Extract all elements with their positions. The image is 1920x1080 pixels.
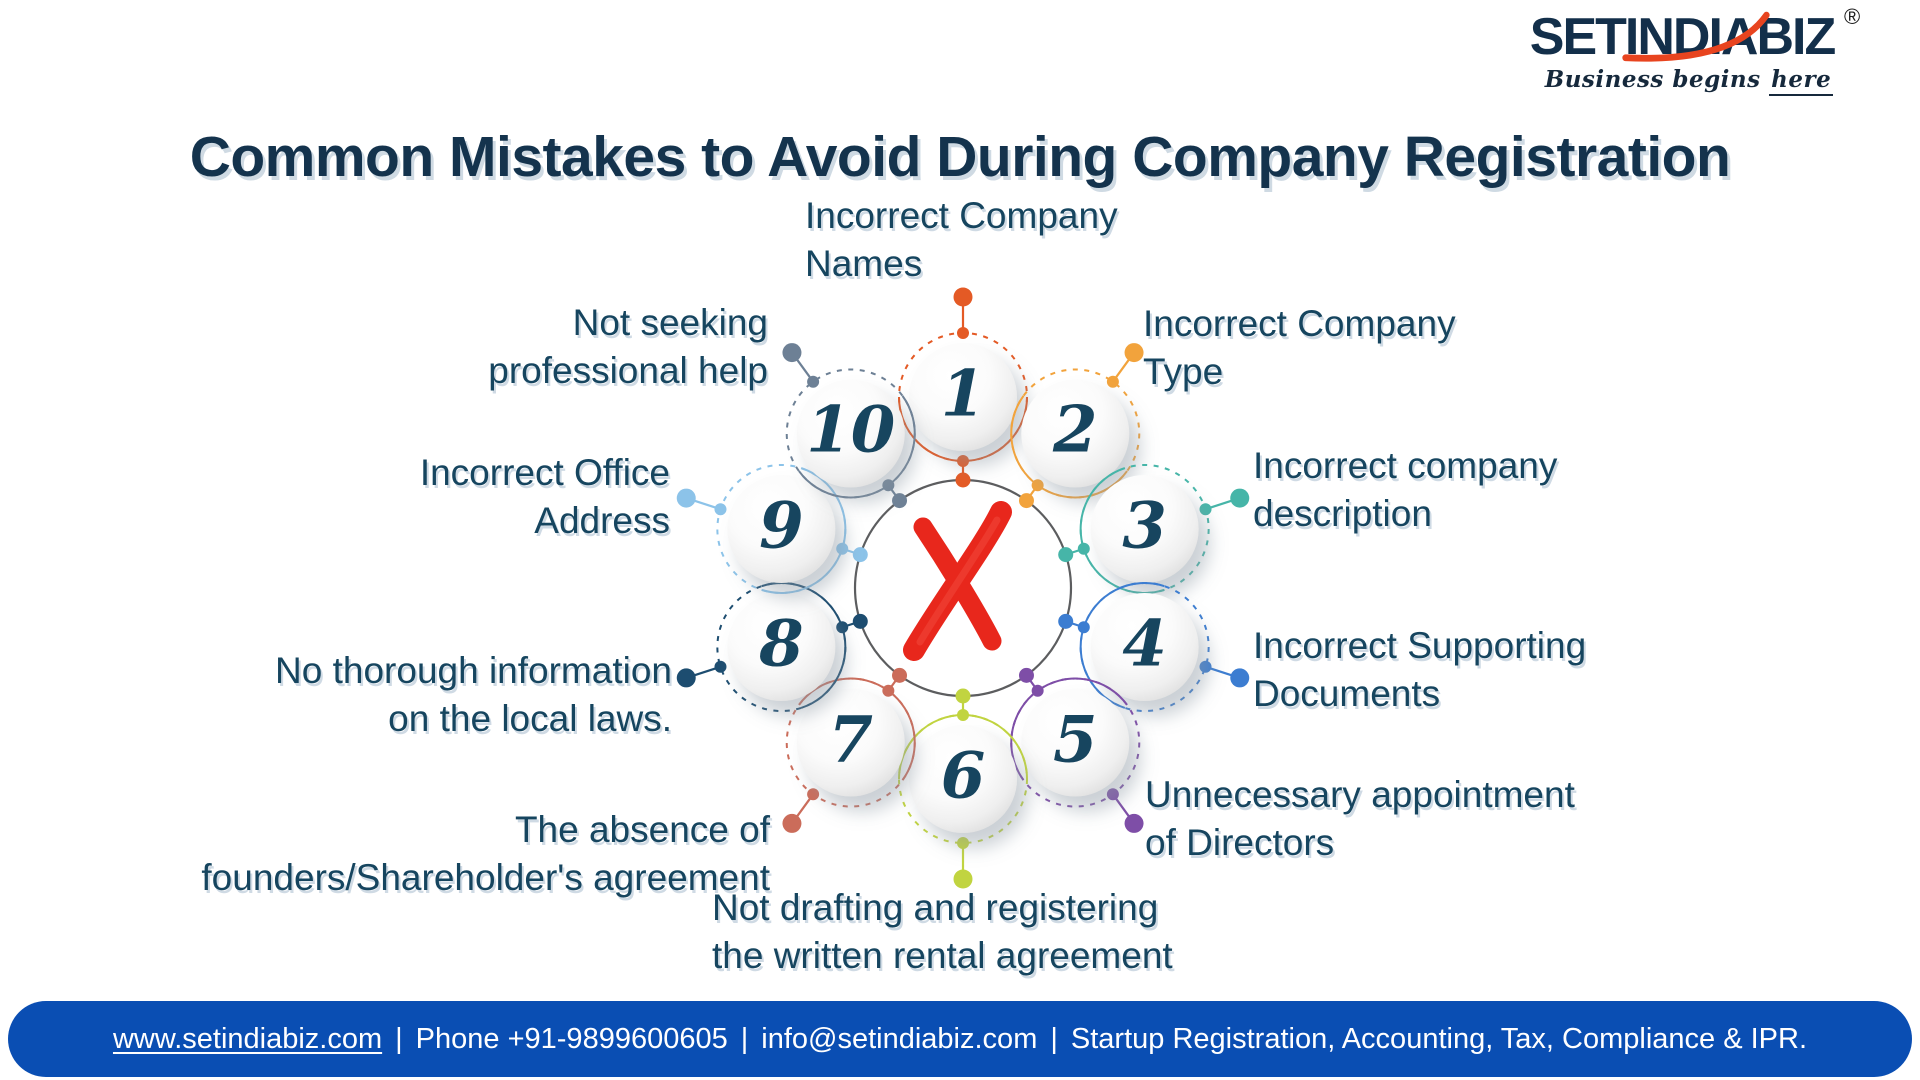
hub-dot [1018,493,1034,509]
mistake-label-10: Not seeking professional help [488,302,768,391]
hub-dot [1018,667,1034,683]
mistake-number-2: 2 [1053,392,1098,468]
connector-end-dot [1124,343,1144,363]
connector-dot [1199,660,1212,673]
mistake-circle-8 [727,593,836,702]
mistake-circle-5 [1021,688,1130,797]
mistake-circle-9 [727,474,836,583]
mistake-label-2: Incorrect Company Type [1143,303,1456,392]
mistake-label-7: The absence of founders/Shareholder's ag… [201,809,770,898]
hub-dot [892,493,908,509]
connector-end-dot [1230,488,1250,508]
solid-ring-arc [785,677,916,808]
footer-services: Startup Registration, Accounting, Tax, C… [1070,1022,1808,1055]
solid-ring-arc [898,714,1028,844]
registered-trademark-symbol: ® [1844,4,1861,29]
mistake-circle-10 [796,379,905,488]
hub-dot [852,613,868,629]
connector-end-dot [676,488,696,508]
mistake-circle-1 [909,343,1017,451]
mistake-node-7 [782,667,916,833]
solid-ring-arc [716,463,847,594]
mistake-node-9 [676,463,868,594]
footer-separator: | [1050,1022,1058,1055]
mistake-number-1: 1 [940,356,986,432]
mistake-label-3: Incorrect company description [1253,445,1558,534]
mistake-label-9: Incorrect Office Address [419,452,670,541]
solid-ring-arc [1079,463,1210,594]
hub-dot [1058,613,1074,629]
contact-footer-bar: www.setindiabiz.com | Phone +91-98996006… [8,1001,1912,1077]
connector-end-dot [782,343,802,363]
mistake-number-7: 7 [828,702,873,778]
mistake-node-3 [1058,463,1250,594]
dashed-ring [1079,463,1210,594]
mistake-circle-3 [1090,474,1199,583]
connector-end-dot [1230,668,1250,688]
connector-end-dot [782,813,802,833]
mistake-number-9: 9 [759,488,804,564]
footer-separator: | [740,1022,749,1055]
x-mark-icon [903,501,1012,661]
mistake-label-8: No thorough information on the local law… [275,650,672,739]
hub-dot [892,667,908,683]
mistake-number-5: 5 [1053,702,1098,778]
connector-end-dot [676,668,696,688]
brand-tagline: Business begins here [1484,65,1894,96]
hub-dot [852,547,868,563]
solid-ring-arc [898,332,1028,462]
mistake-node-6 [898,688,1028,889]
mistake-label-1: Incorrect Company Names [805,195,1118,284]
mistake-number-8: 8 [759,606,804,682]
mistake-number-6: 6 [940,738,986,814]
website-link[interactable]: www.setindiabiz.com [112,1022,383,1055]
mistake-node-10 [782,343,916,509]
mistake-node-2 [1010,343,1144,509]
footer-email[interactable]: info@setindiabiz.com [761,1022,1038,1055]
mistake-circle-4 [1090,593,1199,702]
footer-phone: Phone +91-9899600605 [415,1022,728,1055]
solid-ring-arc [1010,677,1141,808]
mistake-circle-7 [796,688,905,797]
mistake-number-4: 4 [1122,606,1167,682]
connector-end-dot [953,287,973,307]
mistake-node-8 [676,582,868,713]
connector-dot [957,837,969,849]
footer-separator: | [395,1022,403,1055]
connector-dot [714,660,727,673]
mistake-node-1 [898,287,1028,488]
solid-ring-arc [716,582,847,713]
mistake-node-4 [1058,582,1250,713]
mistake-circle-6 [909,725,1017,833]
page-title: Common Mistakes to Avoid During Company … [189,125,1731,190]
mistake-number-10: 10 [806,392,896,468]
hub-dot [955,472,971,488]
tagline-underlined-word: here [1769,65,1834,96]
hub-dot [955,688,971,704]
hub-dot [1058,547,1074,563]
connector-end-dot [953,869,973,889]
solid-ring-arc [1079,582,1210,713]
solid-ring-arc [1010,368,1141,499]
tagline-text: Business begins [1544,65,1761,93]
mistake-number-3: 3 [1122,488,1167,564]
dashed-ring [1010,368,1141,499]
mistake-circle-2 [1021,379,1130,488]
solid-ring-arc [785,368,916,499]
mistake-label-4: Incorrect Supporting Documents [1253,625,1587,714]
mistake-label-6: Not drafting and registering the written… [712,887,1173,976]
connector-end-dot [1124,813,1144,833]
mistake-label-5: Unnecessary appointment of Directors [1145,774,1575,863]
mistake-node-5 [1010,667,1144,833]
